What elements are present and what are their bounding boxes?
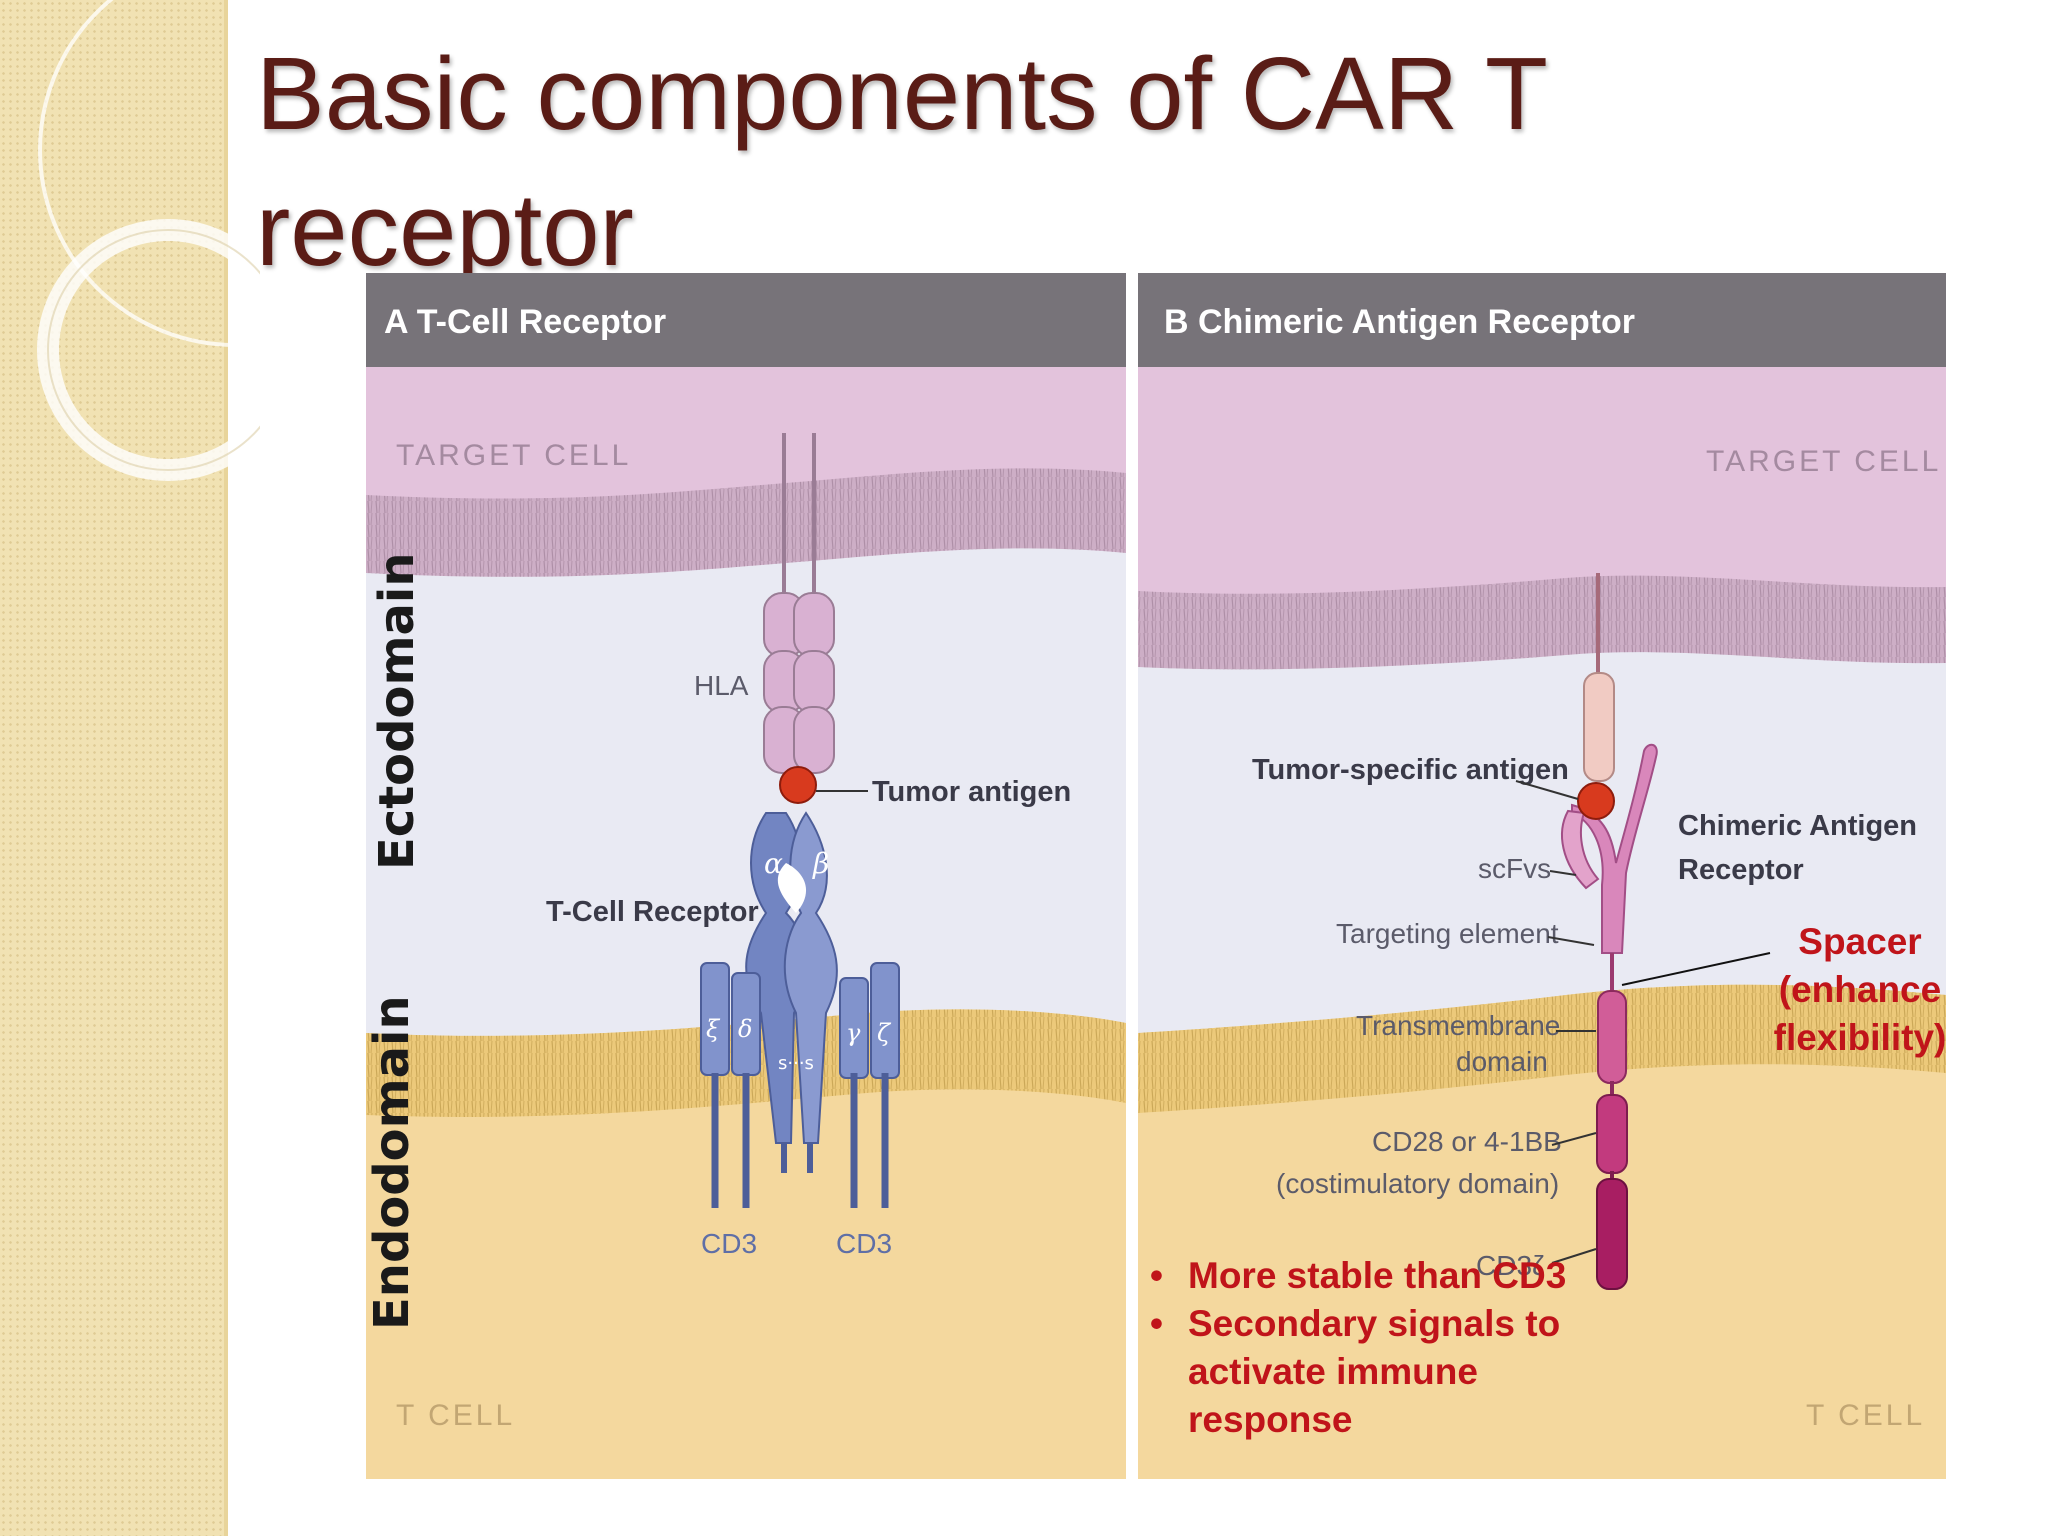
list-item: Secondary signals to activate immune res… — [1146, 1300, 1618, 1444]
sidebar-decoration — [0, 0, 228, 1536]
panel-a: A T-Cell Receptor TARGET CELL T CELL HLA… — [366, 273, 1126, 1479]
tumor-specific-antigen-label: Tumor-specific antigen — [1252, 754, 1569, 786]
cd3-right-complex — [839, 962, 900, 1208]
endodomain-label: Endodomain — [364, 995, 420, 1330]
cd3-left-label: CD3 — [701, 1228, 757, 1259]
zeta-label: ζ — [877, 1019, 892, 1047]
panel-a-t-cell-label: T CELL — [396, 1399, 515, 1432]
spacer-line-1: Spacer — [1798, 921, 1922, 962]
car-benefits-list: More stable than CD3 Secondary signals t… — [1146, 1252, 1618, 1444]
hla-label: HLA — [694, 670, 749, 701]
car-label-1: Chimeric Antigen — [1678, 810, 1917, 842]
gamma-label: γ — [846, 1019, 861, 1047]
disulfide-label: s···s — [778, 1053, 814, 1074]
car-label-2: Receptor — [1678, 854, 1804, 886]
costim-label-1: CD28 or 4-1BB — [1372, 1126, 1562, 1157]
spacer-annotation: Spacer (enhance flexibility) — [1740, 918, 1980, 1062]
tumor-antigen-a — [779, 766, 817, 804]
panel-a-target-cell-label: TARGET CELL — [396, 439, 631, 472]
sidebar-edge — [224, 0, 228, 1536]
panel-b-header-bar — [1138, 273, 1946, 367]
hla-molecule — [763, 433, 835, 774]
decorative-circles — [37, 0, 260, 481]
title-line-1: Basic components of CAR T — [256, 36, 1548, 151]
panel-b-target-cell — [1138, 367, 1946, 599]
spacer-line-2: (enhance — [1778, 969, 1942, 1010]
cd3-right-label: CD3 — [836, 1228, 892, 1259]
xi-label: ξ — [706, 1015, 721, 1043]
delta-label: δ — [738, 1015, 752, 1043]
tumor-specific-antigen — [1577, 782, 1615, 820]
t-cell-receptor — [745, 811, 838, 1173]
slide-title: Basic components of CAR T receptor — [256, 26, 1756, 298]
list-item: More stable than CD3 — [1146, 1252, 1618, 1300]
transmembrane-label-1: Transmembrane — [1356, 1010, 1560, 1041]
cd3-left-complex — [700, 962, 761, 1208]
transmembrane-label-2: domain — [1456, 1046, 1548, 1077]
spacer-line-3: flexibility) — [1773, 1017, 1947, 1058]
scfvs-label: scFvs — [1478, 853, 1551, 884]
panel-a-t-cell — [366, 1009, 1126, 1479]
beta-label: β — [812, 847, 829, 880]
panel-b-target-cell-label: TARGET CELL — [1706, 445, 1941, 478]
title-line-2: receptor — [256, 172, 634, 287]
panel-a-header: A T-Cell Receptor — [384, 303, 666, 341]
panel-b-t-cell-label: T CELL — [1806, 1399, 1925, 1432]
panel-b-header: B Chimeric Antigen Receptor — [1164, 303, 1635, 341]
spacer-pointer-line — [1621, 952, 1771, 986]
receptor-figure: A T-Cell Receptor TARGET CELL T CELL HLA… — [366, 273, 1946, 1479]
panel-a-header-bar — [366, 273, 1126, 367]
targeting-element-label: Targeting element — [1336, 918, 1559, 949]
tcr-label: T-Cell Receptor — [546, 896, 759, 928]
costim-label-2: (costimulatory domain) — [1276, 1168, 1559, 1199]
alpha-label: α — [764, 847, 783, 880]
ectodomain-label: Ectodomain — [369, 552, 425, 870]
tumor-antigen-label: Tumor antigen — [872, 776, 1071, 808]
